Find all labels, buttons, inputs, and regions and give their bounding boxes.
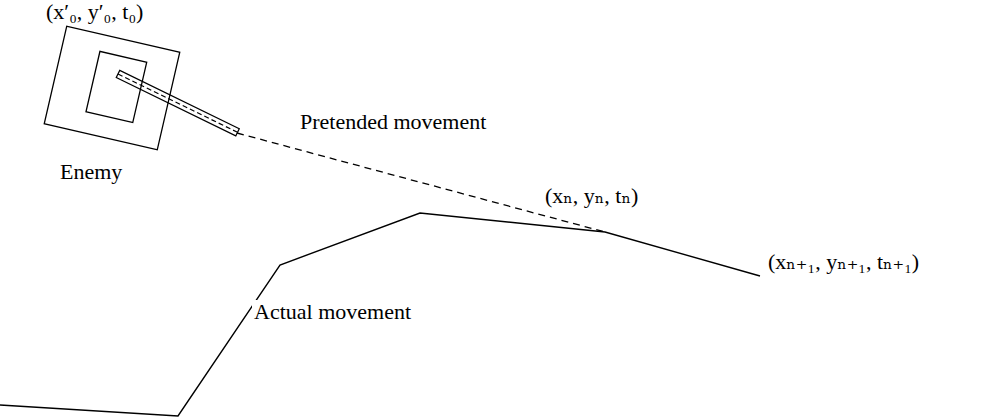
actual-path xyxy=(0,213,760,416)
path-label: Pretended movement xyxy=(298,110,488,134)
pretended-path xyxy=(237,133,605,232)
coordinate-label: (xₙ₊₁, yₙ₊₁, tₙ₊₁) xyxy=(766,250,921,274)
tank-turret xyxy=(86,51,147,122)
tank-barrel xyxy=(116,70,239,135)
object-label: Enemy xyxy=(58,160,124,184)
barrel-axis xyxy=(118,74,238,132)
coordinate-label: (x′₀, y′₀, t₀) xyxy=(44,0,145,24)
coordinate-label: (xₙ, yₙ, tₙ) xyxy=(543,184,640,208)
tank-hull xyxy=(44,26,180,150)
enemy-tank xyxy=(44,26,180,150)
barrel-outline xyxy=(116,70,239,135)
path-label: Actual movement xyxy=(252,300,413,324)
